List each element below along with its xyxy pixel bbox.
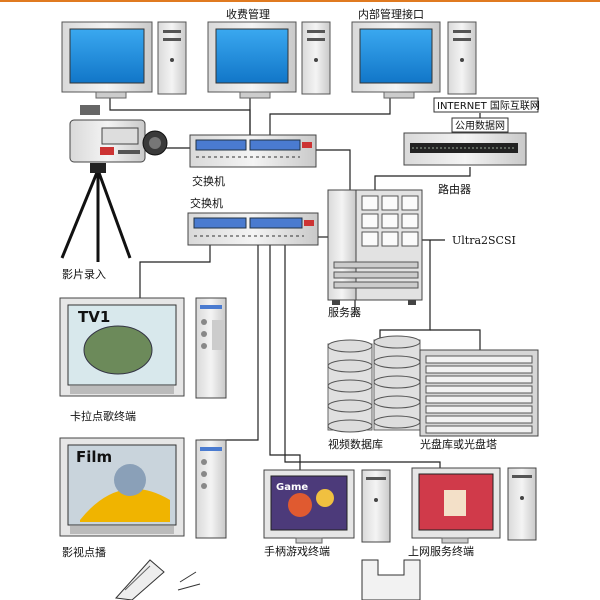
label-ultra: Ultra2SCSI [452, 234, 516, 247]
remote-control-icon [114, 559, 201, 600]
gamepad-icon [361, 559, 421, 600]
movie-tv [59, 437, 227, 539]
label-karaoke: 卡拉点歌终端 [70, 409, 136, 423]
video-camera-icon [60, 105, 168, 262]
label-internet: INTERNET 国际互联网 [437, 100, 540, 112]
label-billing: 收费管理 [226, 7, 270, 21]
label-video-rec: 影片录入 [62, 268, 106, 281]
switch-second [187, 212, 319, 246]
label-public-net: 公用数据网 [455, 119, 505, 132]
pc-billing [207, 21, 331, 99]
label-disc: 光盘库或光盘塔 [420, 437, 497, 451]
label-movie: 影视点播 [62, 545, 106, 559]
game-screen-text: Game [276, 482, 308, 493]
label-switch2: 交换机 [190, 196, 223, 210]
karaoke-tv [59, 297, 227, 399]
tv1-text: TV1 [78, 308, 110, 326]
video-database-icon [327, 335, 421, 433]
label-game: 手柄游戏终端 [264, 544, 330, 558]
label-switch1: 交换机 [192, 174, 225, 188]
public-net-box [451, 117, 509, 133]
label-web: 上网服务终端 [408, 544, 474, 558]
switch-top [189, 134, 317, 168]
web-terminal [411, 467, 537, 544]
label-internal: 内部管理接口 [358, 7, 424, 21]
internet-box [433, 97, 539, 113]
game-terminal [263, 469, 391, 544]
label-router: 路由器 [438, 182, 471, 196]
disc-tower-icon [419, 349, 539, 437]
label-video-db: 视频数据库 [328, 437, 383, 451]
server [327, 189, 423, 305]
pc-internal [351, 21, 477, 99]
pc-left [61, 21, 187, 99]
film-text: Film [76, 448, 112, 466]
label-server: 服务器 [328, 306, 361, 319]
router [403, 132, 527, 166]
